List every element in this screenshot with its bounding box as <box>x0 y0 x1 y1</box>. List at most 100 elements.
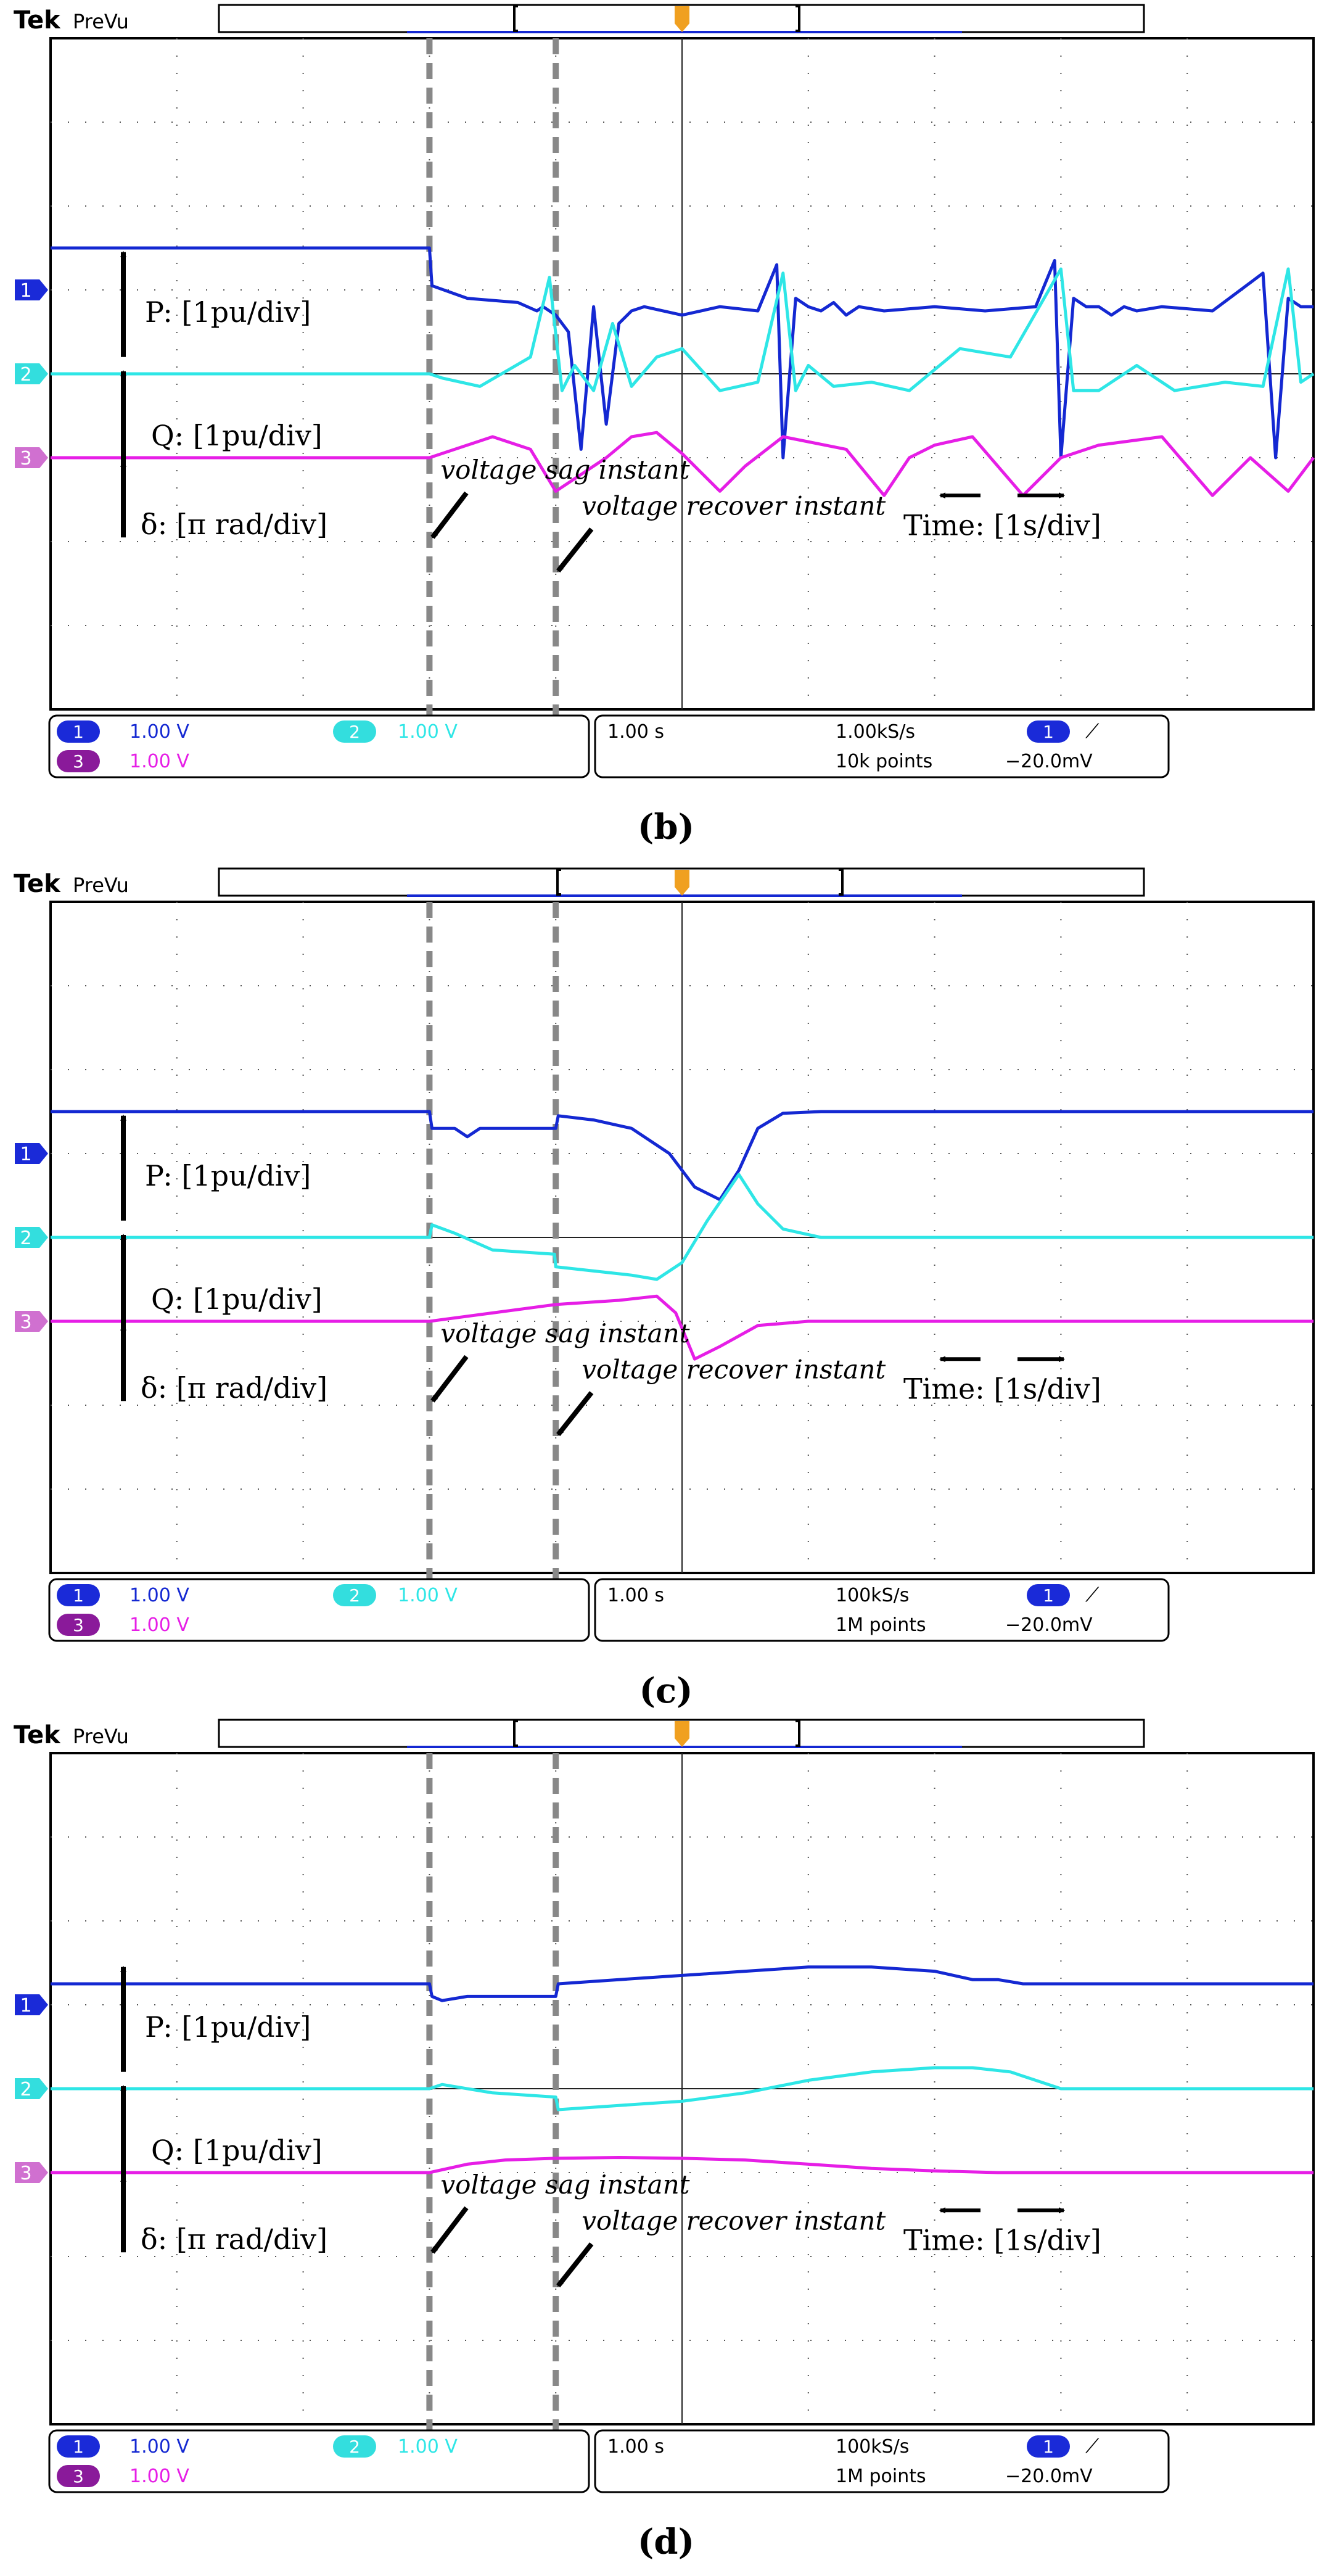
channel-1-badge[interactable]: 1 <box>57 1584 100 1606</box>
recover-instant-arrow <box>556 527 594 573</box>
sag-instant-label: voltage sag instant <box>440 2169 689 2200</box>
sag-instant-label: voltage sag instant <box>440 455 689 485</box>
channel-1-marker[interactable]: 1 <box>15 1994 48 2017</box>
recover-instant-arrow <box>556 1391 594 1437</box>
channel-badge-label: 1 <box>1043 722 1054 742</box>
channel-badge-shape <box>57 750 100 772</box>
time-scale-label: Time: [1s/div] <box>903 1373 1101 1406</box>
timebase-readout: 1.00 s <box>607 721 664 743</box>
trigger-slope-icon: ⟋ <box>1085 719 1100 743</box>
sag-instant-arrow <box>430 2206 469 2254</box>
figure-caption: (c) <box>639 1670 693 1711</box>
channel-marker-shape <box>15 2162 48 2183</box>
channel-badge-label: 2 <box>349 1585 360 1606</box>
ch1-scale-readout: 1.00 V <box>130 2436 189 2458</box>
channel-3-badge[interactable]: 3 <box>57 750 100 772</box>
record-length-readout: 10k points <box>836 751 932 772</box>
channel-badge-shape <box>57 2435 100 2458</box>
recover-instant-label: voltage recover instant <box>582 2205 886 2235</box>
trigger-position-icon <box>675 6 689 32</box>
channel-3-badge[interactable]: 3 <box>57 1614 100 1636</box>
ch3-scale-readout: 1.00 V <box>130 751 189 772</box>
series-q-line <box>51 267 1315 392</box>
channel-marker-shape <box>15 1994 48 2015</box>
ch1-scale-readout: 1.00 V <box>130 721 189 743</box>
channel-marker-shape <box>15 1311 48 1332</box>
channel-marker-shape <box>15 2078 48 2099</box>
channel-3-marker[interactable]: 3 <box>15 1311 48 1333</box>
series-p-line <box>51 246 1314 460</box>
channel-1-badge[interactable]: 1 <box>57 720 100 743</box>
view-bracket-right <box>839 869 844 896</box>
channel-2-marker[interactable]: 2 <box>15 2078 48 2100</box>
channel-badge-label: 3 <box>73 751 84 772</box>
channel-marker-label: 2 <box>20 2079 31 2100</box>
trigger-level-readout: −20.0mV <box>1005 751 1093 772</box>
channel-1-marker[interactable]: 1 <box>15 1143 48 1165</box>
channel-badge-shape <box>1027 1584 1070 1606</box>
channel-2-badge[interactable]: 2 <box>333 1584 376 1606</box>
delta-scale-label: δ: [π rad/div] <box>141 1371 327 1405</box>
q-scale-label: Q: [1pu/div] <box>151 419 323 452</box>
trigger-source-badge[interactable]: 1 <box>1027 1584 1070 1606</box>
channel-marker-label: 2 <box>20 1228 31 1249</box>
record-length-readout: 1M points <box>836 2466 926 2487</box>
acquisition-readout-box <box>594 1578 1170 1642</box>
sample-rate-readout: 1.00kS/s <box>836 721 915 743</box>
ch2-scale-readout: 1.00 V <box>398 2436 458 2458</box>
channel-3-marker[interactable]: 3 <box>15 447 48 469</box>
channel-readout-box <box>48 2429 590 2493</box>
channel-marker-shape <box>15 363 48 384</box>
trigger-source-badge[interactable]: 1 <box>1027 720 1070 743</box>
channel-2-badge[interactable]: 2 <box>333 2435 376 2458</box>
channel-badge-shape <box>333 1584 376 1606</box>
view-bracket-left <box>513 5 518 32</box>
channel-readout-box <box>48 1578 590 1642</box>
view-bracket-left <box>513 1720 518 1747</box>
trigger-level-readout: −20.0mV <box>1005 1614 1093 1636</box>
recover-instant-label: voltage recover instant <box>582 1354 886 1384</box>
channel-2-badge[interactable]: 2 <box>333 720 376 743</box>
figure-caption: (b) <box>638 807 694 848</box>
view-bracket-left <box>556 869 561 896</box>
channel-badge-shape <box>57 1614 100 1636</box>
record-length-readout: 1M points <box>836 1614 926 1636</box>
channel-2-marker[interactable]: 2 <box>15 1227 48 1249</box>
series-delta-line <box>51 1294 1314 1361</box>
channel-badge-label: 2 <box>349 2437 360 2457</box>
channel-3-badge[interactable]: 3 <box>57 2465 100 2487</box>
channel-badge-shape <box>333 2435 376 2458</box>
sag-instant-arrow <box>430 1355 469 1403</box>
ch2-scale-readout: 1.00 V <box>398 1585 458 1606</box>
sample-rate-readout: 100kS/s <box>836 1585 909 1606</box>
channel-marker-label: 1 <box>20 280 31 302</box>
recover-instant-arrow <box>556 2242 594 2288</box>
trigger-slope-icon: ⟋ <box>1085 2434 1100 2458</box>
trigger-position-icon <box>675 1721 689 1747</box>
channel-badge-label: 3 <box>73 2466 84 2487</box>
channel-1-badge[interactable]: 1 <box>57 2435 100 2458</box>
channel-1-marker[interactable]: 1 <box>15 279 48 302</box>
brand-label: Tek <box>14 6 61 35</box>
trigger-source-badge[interactable]: 1 <box>1027 2435 1070 2458</box>
series-q-line <box>51 2066 1314 2112</box>
series-q-line <box>51 1173 1314 1281</box>
series-p-line <box>51 1110 1314 1202</box>
channel-badge-label: 1 <box>1043 2437 1054 2457</box>
acquisition-readout-box <box>594 2429 1170 2493</box>
sag-instant-label: voltage sag instant <box>440 1318 689 1348</box>
mode-label: PreVu <box>73 10 129 33</box>
p-scale-label: P: [1pu/div] <box>145 1159 311 1192</box>
delta-scale-label: δ: [π rad/div] <box>141 508 327 541</box>
q-scale-label: Q: [1pu/div] <box>151 2134 323 2167</box>
channel-2-marker[interactable]: 2 <box>15 363 48 386</box>
sample-rate-readout: 100kS/s <box>836 2436 909 2458</box>
channel-badge-shape <box>1027 2435 1070 2458</box>
acquisition-readout-box <box>594 714 1170 778</box>
channel-badge-label: 1 <box>1043 1585 1054 1606</box>
channel-marker-label: 2 <box>20 364 31 386</box>
channel-readout-box <box>48 714 590 778</box>
ch1-scale-readout: 1.00 V <box>130 1585 189 1606</box>
channel-3-marker[interactable]: 3 <box>15 2162 48 2184</box>
